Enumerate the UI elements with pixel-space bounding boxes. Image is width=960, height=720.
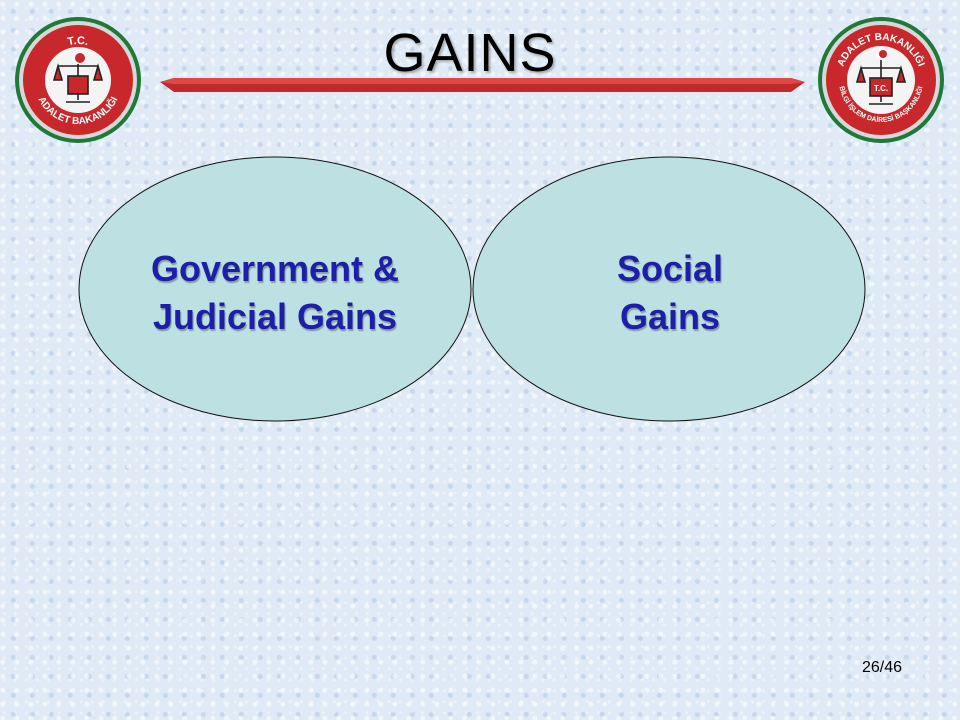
- crescent-star-icon: [876, 49, 887, 59]
- crescent-star-icon: [72, 52, 85, 64]
- svg-text:T.C.: T.C.: [67, 35, 90, 48]
- social-oval: [472, 156, 866, 422]
- label-line: Government &: [150, 248, 400, 289]
- adalet-bakanligi-seal-logo: T.C. ADALET BAKANLIĞI: [15, 17, 141, 143]
- scales-of-justice-icon: [855, 60, 907, 105]
- government-judicial-gains-label: Government & Judicial Gains: [80, 245, 470, 341]
- government-judicial-oval: [78, 156, 472, 422]
- slide-title: GAINS: [383, 23, 557, 83]
- title-underline-bar: [160, 78, 805, 92]
- label-line: Judicial Gains: [152, 296, 398, 337]
- social-gains-label: Social Gains: [475, 245, 865, 341]
- seal-center-text: T.C.: [874, 84, 888, 93]
- bilgi-islem-seal-logo: ADALET BAKANLIĞI BİLGİ İŞLEM DAİRESİ BAŞ…: [818, 17, 944, 143]
- scales-of-justice-icon: [52, 58, 104, 103]
- page-number: 26/46: [861, 659, 902, 676]
- label-line: Gains: [619, 296, 721, 337]
- seal-top-text: T.C.: [67, 35, 90, 48]
- label-line: Social: [616, 248, 724, 289]
